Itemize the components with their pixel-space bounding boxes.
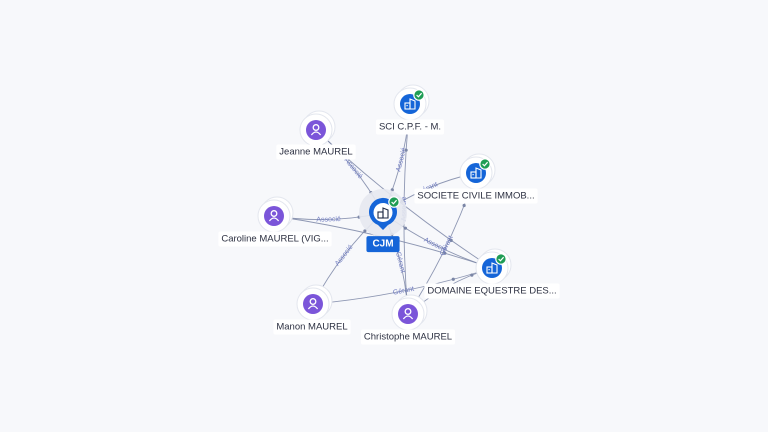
node-label-bg (360, 329, 456, 345)
node-sci[interactable]: SCI C.P.F. - M. (375, 84, 445, 135)
node-label: Caroline MAUREL (VIG... (221, 234, 328, 245)
verified-check-icon (495, 253, 507, 265)
node-label: Christophe MAUREL (364, 332, 452, 343)
verified-check-icon (388, 196, 400, 208)
edge-label: Gérant (392, 286, 414, 297)
node-manon[interactable]: Manon MAUREL (273, 284, 351, 335)
person-icon (268, 210, 280, 222)
verified-check-icon (413, 89, 425, 101)
edge-label: Gérant (394, 251, 406, 274)
node-label: SCI C.P.F. - M. (379, 122, 441, 133)
building-icon (486, 262, 498, 274)
edge-label: Associé (316, 216, 341, 224)
edge-arrow (449, 238, 453, 242)
node-label-bg (276, 144, 356, 160)
nodes-layer: SCI C.P.F. - M. Jeanne MAUREL SOCIETE CIVI… (218, 84, 560, 345)
node-label: SOCIETE CIVILE IMMOB... (417, 191, 534, 202)
node-label-bg (375, 119, 445, 135)
edge-label: Associé (343, 157, 364, 181)
node-center-cjm[interactable]: CJM (359, 189, 407, 253)
person-icon (402, 308, 414, 320)
node-christophe[interactable]: Christophe MAUREL (360, 294, 456, 345)
node-label-bg (218, 231, 332, 247)
person-icon (307, 298, 319, 310)
edge-arrow (403, 226, 408, 230)
building-icon (470, 167, 482, 179)
building-icon (377, 207, 389, 219)
node-domaine[interactable]: DOMAINE EQUESTRE DES... (424, 248, 560, 299)
node-label: DOMAINE EQUESTRE DES... (427, 286, 556, 297)
node-label-bg (414, 188, 538, 204)
building-icon (404, 98, 416, 110)
center-label: CJM (372, 239, 393, 250)
verified-check-icon (479, 158, 491, 170)
node-label: Manon MAUREL (276, 322, 347, 333)
edge-arrow (443, 251, 447, 255)
node-caroline[interactable]: Caroline MAUREL (VIG... (218, 196, 332, 247)
node-label-bg (424, 283, 560, 299)
edge-arrow (404, 148, 408, 152)
edge-arrow (363, 229, 367, 233)
node-label-bg (273, 319, 351, 335)
center-label-bg (366, 236, 400, 253)
node-label: Jeanne MAUREL (279, 147, 352, 158)
edge-arrow (451, 277, 455, 281)
node-societe[interactable]: SOCIETE CIVILE IMMOB... (414, 153, 538, 204)
edge-label: Associé (334, 244, 355, 268)
edge-arrow (470, 273, 474, 277)
edge-arrow (462, 203, 466, 208)
node-jeanne[interactable]: Jeanne MAUREL (276, 110, 356, 160)
person-icon (310, 124, 322, 136)
